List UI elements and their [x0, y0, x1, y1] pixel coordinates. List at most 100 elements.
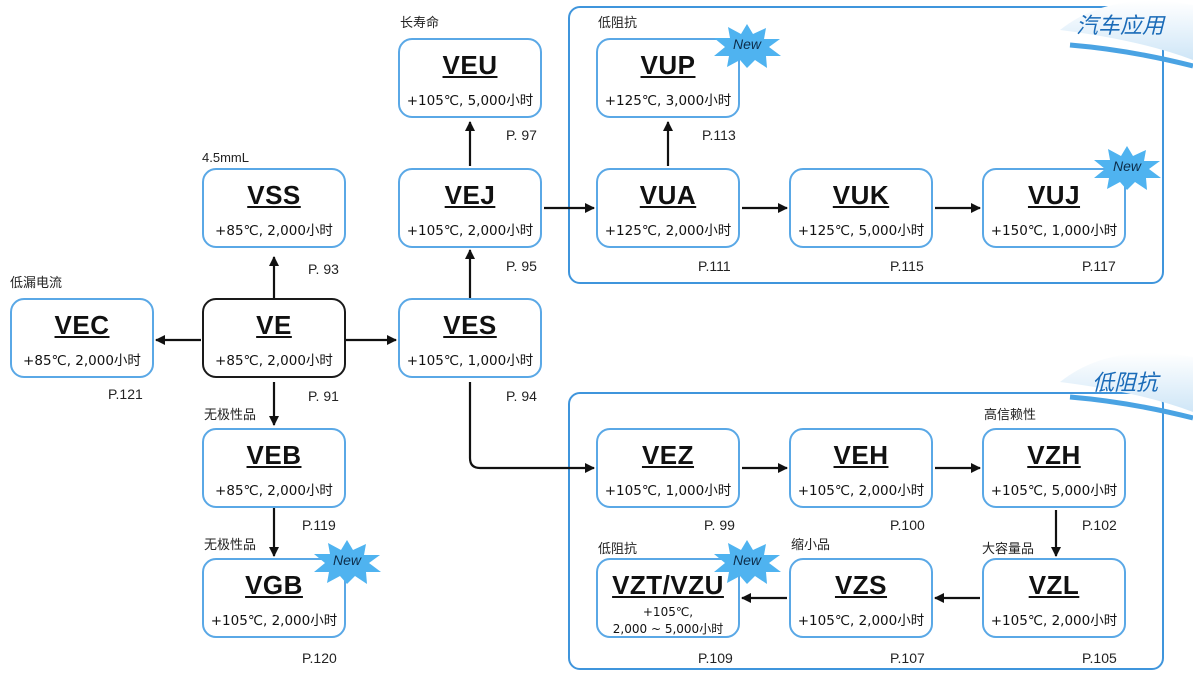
node-name: VUK [832, 180, 890, 210]
node-name: VE [256, 310, 292, 340]
node-vzs[interactable]: VZS +105℃, 2,000小时 [789, 558, 933, 638]
node-vua[interactable]: VUA +125℃, 2,000小时 [596, 168, 740, 248]
vztvzu-note: 低阻抗 [598, 542, 638, 557]
node-veb[interactable]: VEB +85℃, 2,000小时 [202, 428, 346, 508]
node-spec: +125℃, 3,000小时 [604, 93, 732, 109]
vzl-page: P.105 [1082, 650, 1117, 666]
veu-note: 长寿命 [400, 16, 440, 31]
node-spec: +150℃, 1,000小时 [990, 223, 1118, 239]
node-spec: +85℃, 2,000小时 [215, 483, 333, 499]
node-name: VEZ [641, 440, 695, 470]
vztvzu-new-badge: New [712, 540, 782, 584]
node-vup[interactable]: VUP +125℃, 3,000小时 [596, 38, 740, 118]
node-veu[interactable]: VEU +105℃, 5,000小时 [398, 38, 542, 118]
spec-line-1: +105℃, [642, 605, 694, 619]
node-spec: +85℃, 2,000小时 [215, 223, 333, 239]
new-label: New [1112, 158, 1141, 174]
vup-page: P.113 [702, 127, 736, 143]
node-spec: +105℃, 5,000小时 [990, 483, 1118, 499]
vup-note: 低阻抗 [598, 16, 638, 31]
node-vss[interactable]: VSS +85℃, 2,000小时 [202, 168, 346, 248]
node-spec: +105℃, 2,000小时 [797, 613, 925, 629]
vss-note: 4.5mmL [202, 150, 249, 165]
node-vej[interactable]: VEJ +105℃, 2,000小时 [398, 168, 542, 248]
vej-page: P. 95 [506, 258, 537, 274]
vup-new-badge: New [712, 24, 782, 68]
new-label: New [732, 36, 761, 52]
automotive-group [568, 6, 1164, 284]
vzh-page: P.102 [1082, 517, 1117, 533]
node-name: VZT/VZU [612, 570, 724, 600]
node-ve[interactable]: VE +85℃, 2,000小时 [202, 298, 346, 378]
new-label: New [732, 552, 761, 568]
node-name: VUP [640, 50, 696, 80]
node-name: VEU [442, 50, 498, 80]
node-name: VZH [1027, 440, 1081, 470]
vuj-new-badge: New [1092, 146, 1162, 190]
node-name: VGB [245, 570, 303, 600]
node-spec: +105℃, 5,000小时 [406, 93, 534, 109]
veb-note: 无极性品 [204, 408, 257, 423]
veh-page: P.100 [890, 517, 925, 533]
vzs-page: P.107 [890, 650, 925, 666]
low-impedance-label: 低阻抗 [1092, 370, 1159, 395]
vuj-page: P.117 [1082, 258, 1116, 274]
ves-page: P. 94 [506, 388, 537, 404]
node-spec: +125℃, 2,000小时 [604, 223, 732, 239]
node-vez[interactable]: VEZ +105℃, 1,000小时 [596, 428, 740, 508]
starburst-icon [714, 24, 781, 68]
vec-note: 低漏电流 [10, 276, 63, 291]
node-vuj[interactable]: VUJ +150℃, 1,000小时 [982, 168, 1126, 248]
vzs-note: 缩小品 [791, 538, 831, 553]
node-vzh[interactable]: VZH +105℃, 5,000小时 [982, 428, 1126, 508]
node-veh[interactable]: VEH +105℃, 2,000小时 [789, 428, 933, 508]
node-spec: +105℃, 1,000小时 [406, 353, 534, 369]
node-ves[interactable]: VES +105℃, 1,000小时 [398, 298, 542, 378]
vua-page: P.111 [698, 258, 731, 274]
node-spec: +85℃, 2,000小时 [23, 353, 141, 369]
starburst-icon [714, 540, 781, 584]
vgb-page: P.120 [302, 650, 337, 666]
arrow-ves-vez [468, 382, 595, 473]
node-name: VEJ [444, 180, 496, 210]
node-spec: +105℃, 2,000小时 [797, 483, 925, 499]
starburst-icon [314, 540, 381, 584]
node-spec: +105℃, 2,000 ~ 5,000小时 [598, 604, 738, 638]
node-name: VZS [834, 570, 888, 600]
veb-page: P.119 [302, 517, 336, 533]
vez-page: P. 99 [704, 517, 735, 533]
vss-page: P. 93 [308, 261, 339, 277]
node-spec: +85℃, 2,000小时 [215, 353, 333, 369]
node-spec: +105℃, 2,000小时 [406, 223, 534, 239]
node-name: VEH [833, 440, 889, 470]
node-name: VEB [246, 440, 302, 470]
ve-page: P. 91 [308, 388, 339, 404]
vztvzu-page: P.109 [698, 650, 733, 666]
node-spec: +125℃, 5,000小时 [797, 223, 925, 239]
veu-page: P. 97 [506, 127, 537, 143]
node-spec: +105℃, 2,000小时 [990, 613, 1118, 629]
spec-line-2: 2,000 ~ 5,000小时 [612, 622, 724, 636]
automotive-label: 汽车应用 [1076, 13, 1165, 38]
new-label: New [332, 552, 361, 568]
node-spec: +105℃, 1,000小时 [604, 483, 732, 499]
node-name: VUA [639, 180, 697, 210]
node-spec: +105℃, 2,000小时 [210, 613, 338, 629]
node-vuk[interactable]: VUK +125℃, 5,000小时 [789, 168, 933, 248]
vgb-new-badge: New [312, 540, 382, 584]
low-impedance-badge-swoosh [1060, 352, 1193, 421]
vec-page: P.121 [108, 386, 143, 402]
automotive-badge-swoosh [1060, 0, 1193, 69]
vgb-note: 无极性品 [204, 538, 257, 553]
low-impedance-group [568, 392, 1164, 670]
node-name: VES [443, 310, 497, 340]
node-vzl[interactable]: VZL +105℃, 2,000小时 [982, 558, 1126, 638]
vzh-note: 高信赖性 [984, 408, 1037, 423]
node-vec[interactable]: VEC +85℃, 2,000小时 [10, 298, 154, 378]
node-name: VSS [247, 180, 301, 210]
vuk-page: P.115 [890, 258, 924, 274]
vzl-note: 大容量品 [982, 542, 1035, 557]
node-name: VUJ [1027, 180, 1081, 210]
node-name: VEC [54, 310, 110, 340]
